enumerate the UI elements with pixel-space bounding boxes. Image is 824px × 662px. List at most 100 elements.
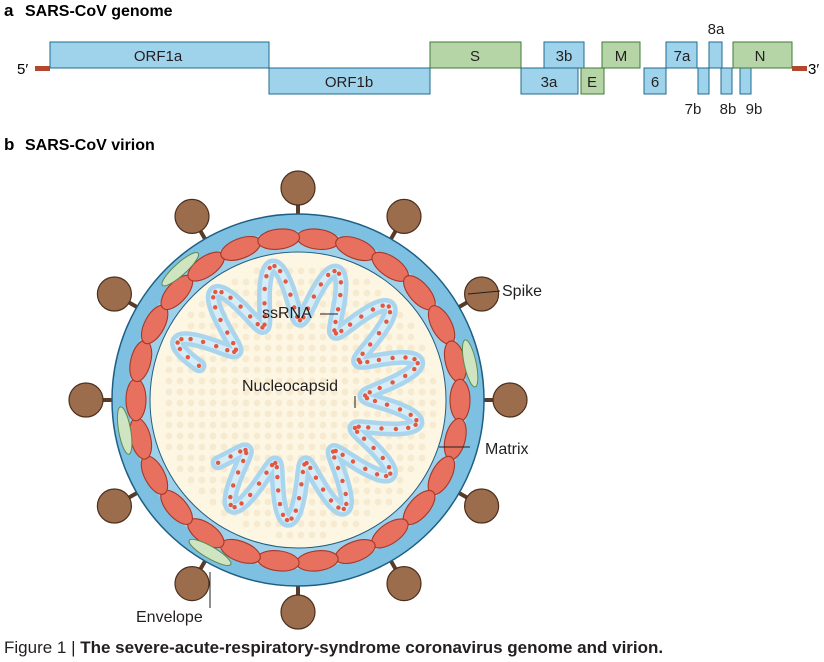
core-dot: [209, 432, 217, 440]
panel-a-letter: a: [4, 1, 14, 20]
gene-8b-label: 8b: [720, 101, 737, 118]
rna-bead: [228, 454, 233, 459]
core-dot: [220, 410, 228, 418]
rna-bead: [225, 348, 230, 353]
rna-bead: [343, 491, 348, 497]
core-dot: [165, 410, 173, 418]
core-dot: [286, 421, 294, 429]
envelope-protein: [161, 252, 200, 287]
gene-8b: [720, 67, 733, 95]
core-dot: [165, 377, 173, 385]
core-dot: [396, 311, 404, 319]
core-dot: [286, 432, 294, 440]
core-dot: [352, 333, 360, 341]
core-dot: [165, 432, 173, 440]
spike-head: [463, 276, 500, 312]
core-dot: [374, 410, 382, 418]
panel-b: b SARS-CoV virion Spike ssRNA Nucleocaps…: [4, 135, 542, 630]
core-dot: [396, 443, 404, 451]
rna-bead: [211, 295, 216, 300]
core-dot: [253, 355, 261, 363]
gene-8a: [708, 41, 723, 69]
core-dot: [286, 465, 294, 473]
rna-bead: [330, 449, 336, 454]
rna-bead: [386, 304, 391, 309]
rna-bead: [403, 373, 408, 379]
core-dot: [319, 520, 327, 528]
core-dot: [352, 476, 360, 484]
rna-bead: [214, 344, 219, 349]
core-dot: [429, 388, 437, 396]
core-dot: [319, 311, 327, 319]
core-dot: [165, 421, 173, 429]
rna-bead: [239, 501, 244, 506]
core-dot: [253, 465, 261, 473]
core-dot: [363, 509, 371, 517]
core-dot: [165, 443, 173, 451]
spike-leader: [467, 290, 501, 295]
rna-bead: [380, 455, 385, 461]
core-dot: [275, 289, 283, 297]
core-dot: [198, 465, 206, 473]
five-prime-label: 5′: [17, 61, 28, 78]
rna-bead: [293, 508, 298, 513]
core-dot: [407, 454, 415, 462]
core-dot: [308, 388, 316, 396]
core-dot: [176, 399, 184, 407]
core-dot: [330, 355, 338, 363]
core-dot: [341, 399, 349, 407]
core-dot: [264, 498, 272, 506]
core-dot: [275, 311, 283, 319]
core-dot: [319, 399, 327, 407]
rna-bead: [228, 295, 233, 300]
core-dot: [396, 487, 404, 495]
core-dot: [385, 498, 393, 506]
core-dot: [264, 388, 272, 396]
core-dot: [418, 399, 426, 407]
core-dot: [242, 366, 250, 374]
core-dot: [176, 454, 184, 462]
gene-3a-label: 3a: [541, 74, 558, 91]
rna-bead: [185, 355, 190, 360]
core-dot: [275, 410, 283, 418]
rna-bead: [276, 488, 281, 493]
core-dot: [231, 377, 239, 385]
rna-bead: [299, 482, 304, 487]
core-dot: [165, 388, 173, 396]
core-dot: [308, 432, 316, 440]
rna-bead: [228, 502, 233, 508]
rna-bead: [231, 340, 236, 346]
core-dot: [253, 520, 261, 528]
gene-s: [429, 41, 522, 69]
core-dot: [253, 333, 261, 341]
rna-bead: [393, 426, 399, 432]
core-dot: [286, 531, 294, 539]
core-dot: [385, 366, 393, 374]
core-dot: [187, 377, 195, 385]
core-dot: [341, 410, 349, 418]
core-dot: [176, 410, 184, 418]
core-dot: [220, 432, 228, 440]
rna-bead: [273, 460, 278, 466]
core-dot: [231, 399, 239, 407]
core-dot: [242, 421, 250, 429]
gene-3b-label: 3b: [556, 48, 573, 65]
gene-6-label: 6: [651, 74, 659, 91]
core-dot: [209, 366, 217, 374]
core-dot: [209, 399, 217, 407]
core-dot: [319, 531, 327, 539]
core-dot: [297, 355, 305, 363]
rna-bead: [390, 355, 395, 361]
rna-bead: [376, 331, 382, 336]
core-dot: [176, 443, 184, 451]
core-dot: [264, 432, 272, 440]
rna-bead: [248, 314, 253, 319]
core-dot: [198, 443, 206, 451]
rna-bead: [308, 465, 313, 471]
core-dot: [209, 421, 217, 429]
core-dot: [242, 476, 250, 484]
rna-bead: [359, 314, 364, 319]
caption-figure-number: Figure 1 |: [4, 638, 81, 657]
ssrna-label: ssRNA: [262, 305, 312, 322]
core-dot: [341, 432, 349, 440]
